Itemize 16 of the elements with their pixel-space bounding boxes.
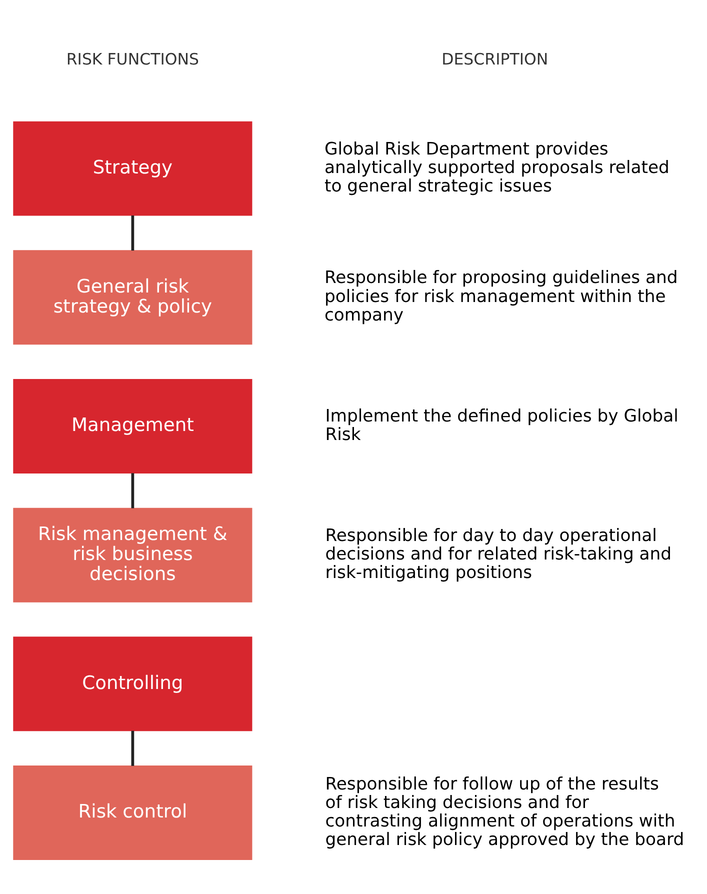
label: Implement the defined policies by Global Risk (325, 406, 678, 445)
label: Responsible for follow up of the results of risk taking decisions and for contrasting alignment of operations with general risk policy approved by the board (325, 774, 684, 850)
node-box: General risk strategy & policy (13, 250, 252, 345)
node-box: Risk management & risk business decisions (13, 508, 252, 602)
label: Global Risk Department provides analytically supported proposals related to general strategic issues (324, 139, 670, 197)
connector (131, 215, 134, 251)
node-box: Management (13, 379, 252, 474)
label: Responsible for day to day operational decisions and for related risk-taking and risk-mitigating positions (325, 526, 672, 584)
label: RISK FUNCTIONS (66, 50, 199, 68)
connector (131, 730, 134, 766)
connector (131, 473, 134, 508)
label: Responsible for proposing guidelines and policies for risk management within the company (324, 268, 678, 326)
node-box: Strategy (13, 121, 252, 216)
label: DESCRIPTION (442, 50, 548, 68)
node-box: Risk control (13, 766, 252, 860)
node-box: Controlling (13, 636, 252, 732)
